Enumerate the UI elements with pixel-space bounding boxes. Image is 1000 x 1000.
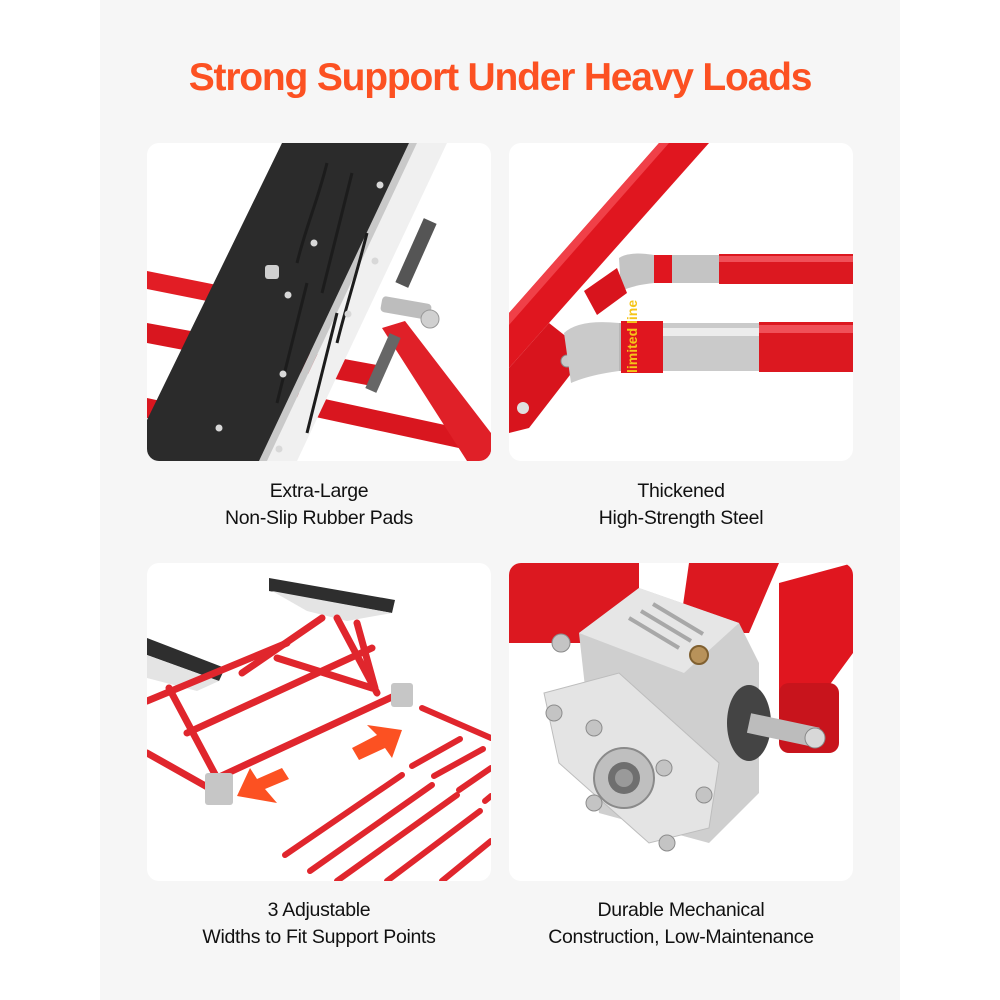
arrow-out-icon — [237, 768, 289, 803]
adjustable-frame-illustration — [147, 578, 491, 881]
svg-text:limited line: limited line — [624, 300, 640, 373]
caption-line-2: Widths to Fit Support Points — [202, 926, 436, 948]
arrow-in-icon — [352, 725, 402, 760]
feature-image-gearbox — [509, 563, 853, 881]
feature-caption-high-strength-steel: Thickened High-Strength Steel — [509, 478, 853, 532]
rubber-pad-illustration — [147, 143, 491, 461]
caption-line-1: Thickened — [637, 480, 725, 502]
feature-caption-adjustable-widths: 3 Adjustable Widths to Fit Support Point… — [147, 897, 491, 951]
caption-line-2: Non-Slip Rubber Pads — [224, 507, 414, 529]
caption-line-1: Extra-Large — [269, 480, 369, 502]
caption-line-1: Durable Mechanical — [597, 899, 765, 921]
gearbox-illustration — [509, 563, 853, 852]
feature-caption-gearbox: Durable Mechanical Construction, Low-Mai… — [509, 897, 853, 951]
caption-line-1: 3 Adjustable — [267, 899, 371, 921]
feature-image-adjustable-widths — [147, 563, 491, 881]
feature-image-rubber-pads — [147, 143, 491, 461]
caption-line-2: High-Strength Steel — [598, 507, 764, 529]
feature-caption-rubber-pads: Extra-Large Non-Slip Rubber Pads — [147, 478, 491, 532]
feature-image-high-strength-steel: limited line — [509, 143, 853, 461]
steel-rods-illustration: limited line — [509, 143, 853, 433]
caption-line-2: Construction, Low-Maintenance — [548, 926, 814, 948]
page-title: Strong Support Under Heavy Loads — [188, 56, 813, 99]
content-panel: Strong Support Under Heavy Loads — [100, 0, 900, 1000]
